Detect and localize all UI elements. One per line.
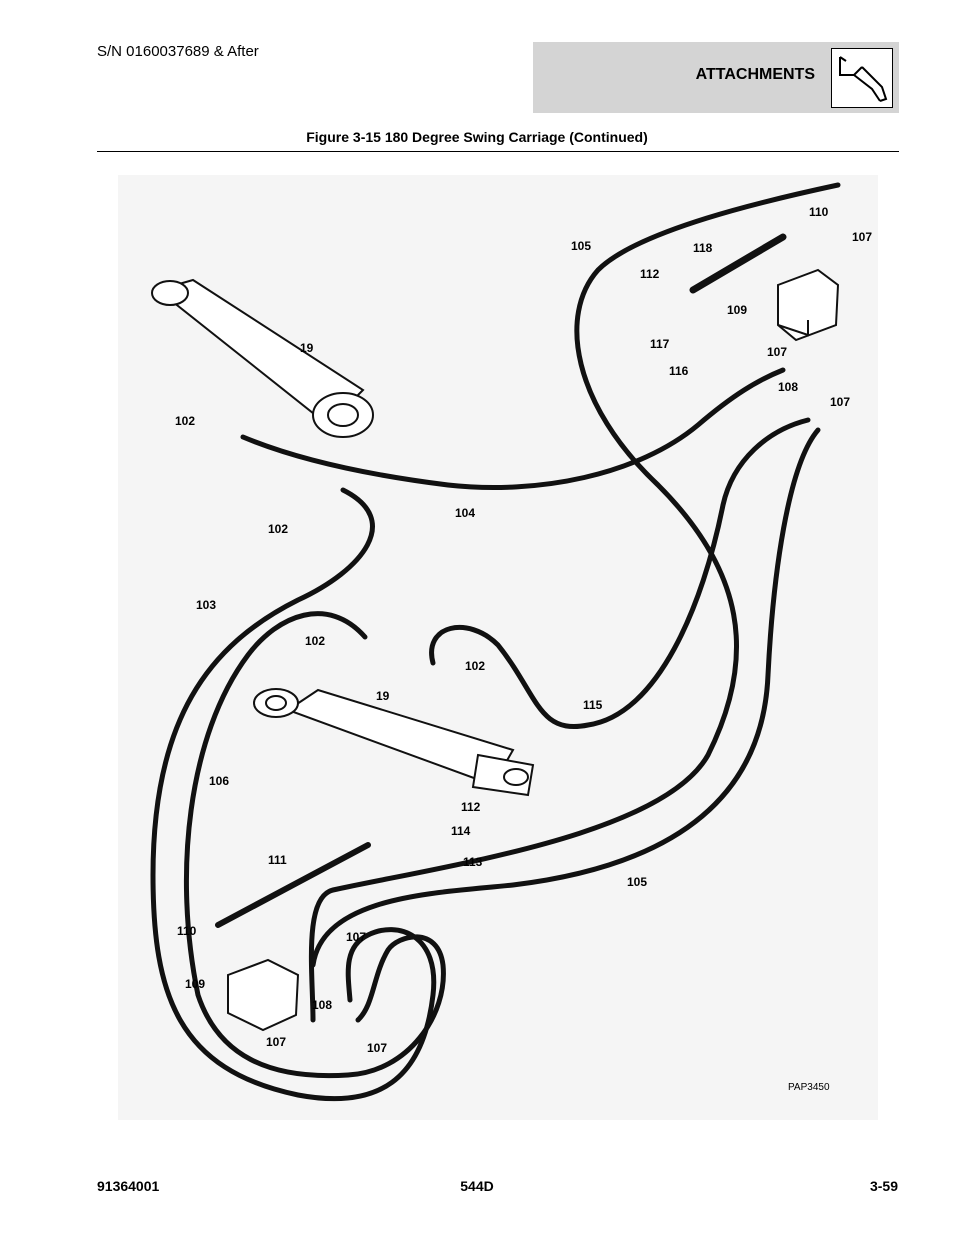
- callout-105-a: 105: [571, 239, 591, 253]
- callout-117: 117: [650, 337, 670, 351]
- callout-19-upper: 19: [300, 341, 314, 355]
- callout-106: 106: [209, 774, 229, 788]
- image-code: PAP3450: [788, 1082, 830, 1093]
- footer-model: 544D: [460, 1178, 494, 1194]
- callout-105-b: 105: [627, 875, 647, 889]
- callout-109-a: 109: [727, 303, 747, 317]
- callout-116: 116: [669, 364, 689, 378]
- callout-115: 115: [583, 698, 603, 712]
- callout-107-a: 107: [852, 230, 872, 244]
- footer-part-number: 91364001: [97, 1178, 160, 1194]
- callout-114: 114: [451, 824, 471, 838]
- figure-caption: Figure 3-15 180 Degree Swing Carriage (C…: [306, 129, 648, 145]
- callout-111: 111: [268, 853, 287, 867]
- callout-118: 118: [693, 241, 713, 255]
- header-rule: [97, 151, 899, 152]
- parts-diagram: 19 19 102 102 102 102 103 104 105 105 10…: [118, 175, 878, 1120]
- parts-illustration: 19 19 102 102 102 102 103 104 105 105 10…: [150, 182, 872, 1102]
- callout-102-d: 102: [465, 659, 485, 673]
- attachment-fork-icon: [831, 48, 893, 108]
- callout-19-lower: 19: [376, 689, 390, 703]
- callout-108-b: 108: [312, 998, 332, 1012]
- callout-102-b: 102: [268, 522, 288, 536]
- callout-113: 113: [463, 855, 483, 869]
- callout-107-e: 107: [266, 1035, 286, 1049]
- serial-number: S/N 0160037689 & After: [97, 43, 259, 60]
- callout-107-f: 107: [367, 1041, 387, 1055]
- section-tab-label: ATTACHMENTS: [695, 66, 815, 83]
- callout-112-b: 112: [461, 800, 481, 814]
- callout-107-c: 107: [830, 395, 850, 409]
- callout-103: 103: [196, 598, 216, 612]
- callout-108-a: 108: [778, 380, 798, 394]
- callout-112-a: 112: [640, 267, 660, 281]
- callout-107-b: 107: [767, 345, 787, 359]
- callout-110-b: 110: [177, 924, 197, 938]
- callout-102-a: 102: [175, 414, 195, 428]
- callout-110-a: 110: [809, 205, 829, 219]
- footer-page-number: 3-59: [869, 1178, 898, 1194]
- callout-107-d: 107: [346, 930, 366, 944]
- section-tab: ATTACHMENTS: [533, 42, 899, 113]
- callout-109-b: 109: [185, 977, 205, 991]
- callout-104: 104: [455, 506, 475, 520]
- callout-102-c: 102: [305, 634, 325, 648]
